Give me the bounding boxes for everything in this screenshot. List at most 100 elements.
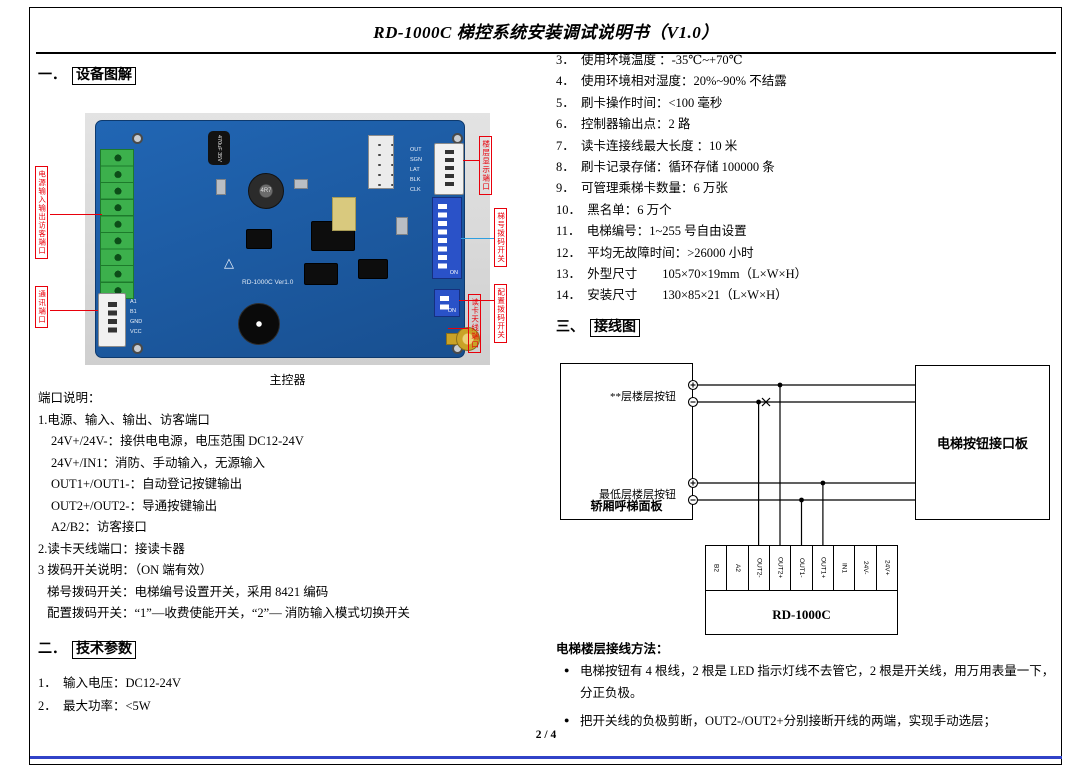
terminal: OUT1- bbox=[791, 546, 813, 590]
port-desc-line: OUT1+/OUT1-：自动登记按键输出 bbox=[51, 477, 243, 491]
toroid-inductor: 4R7 bbox=[248, 173, 284, 209]
section-1-title: 设备图解 bbox=[72, 67, 136, 85]
pin-label: OUT bbox=[410, 147, 422, 153]
callout-line bbox=[50, 310, 98, 311]
port-desc-line: A2/B2：访客接口 bbox=[51, 520, 147, 534]
port-desc-line: 3 拨码开关说明：（ON 端有效） bbox=[38, 563, 213, 577]
tech-param: 10． 黑名单：6 万个 bbox=[556, 202, 672, 217]
tech-param: 13． 外型尺寸 105×70×19mm（L×W×H） bbox=[556, 267, 808, 282]
list-item: ● 把开关线的负极剪断，OUT2-/OUT2+分别接断开线的两端，实现手动选层； bbox=[560, 710, 1060, 732]
page-number: 2 / 4 bbox=[535, 729, 557, 741]
car-call-panel-title: 轿厢呼梯面板 bbox=[590, 499, 663, 513]
board-photo: OUT SGN LAT BLK CLK 470uF 35V 4R7 bbox=[85, 113, 490, 365]
callout-line bbox=[448, 328, 468, 329]
controller-box: B2 A2 OUT2- OUT2+ OUT1- OUT1+ IN1 24V- 2… bbox=[705, 545, 898, 635]
buzzer bbox=[238, 303, 280, 345]
pin-label: CLK bbox=[410, 187, 421, 193]
pin-label: SGN bbox=[410, 157, 422, 163]
tech-param: 5． 刷卡操作时间：<100 毫秒 bbox=[556, 95, 723, 110]
button-interface-board-label: 电梯按钮接口板 bbox=[936, 436, 1028, 451]
tech-param: 1． 输入电压：DC12-24V bbox=[38, 676, 182, 690]
wiring-method-heading: 电梯楼层接线方法： bbox=[556, 642, 669, 656]
comm-connector-pin-labels: A1 B1 GND VCC bbox=[130, 297, 142, 337]
page-border bbox=[29, 7, 1062, 765]
callout-line bbox=[461, 238, 494, 239]
green-terminal-block bbox=[100, 149, 134, 299]
brand-logo: △ bbox=[224, 255, 234, 270]
photo-caption: 主控器 bbox=[269, 373, 306, 387]
dip-switch-config: ON bbox=[434, 289, 460, 317]
capacitor-label: 470uF 35V bbox=[216, 134, 222, 162]
port-desc-heading: 端口说明： bbox=[38, 391, 101, 405]
bullet-text: 把开关线的负极剪断，OUT2-/OUT2+分别接断开线的两端，实现手动选层； bbox=[580, 714, 997, 728]
section-1-heading: 一．设备图解 bbox=[38, 64, 136, 85]
display-connector bbox=[434, 143, 464, 195]
terminal: IN1 bbox=[834, 546, 856, 590]
silkscreen-label: RD-1000C Ver1.0 bbox=[242, 279, 294, 286]
footer-rule bbox=[30, 756, 1062, 759]
tech-param: 14． 安装尺寸 130×85×21（L×W×H） bbox=[556, 288, 788, 303]
pcb-board: OUT SGN LAT BLK CLK 470uF 35V 4R7 bbox=[95, 120, 480, 358]
tech-param: 4． 使用环境相对湿度：20%~90% 不结露 bbox=[556, 74, 787, 89]
floor-button-label-bottom: 最低层楼层按钮 bbox=[599, 489, 676, 501]
floor-button-label-top: **层楼层按钮 bbox=[610, 391, 676, 403]
callout-line bbox=[463, 160, 479, 161]
dip-on-label: ON bbox=[449, 270, 458, 276]
terminal: OUT2- bbox=[749, 546, 770, 590]
dip-sliders bbox=[438, 204, 447, 272]
header-rule bbox=[36, 52, 1056, 54]
page-title: RD-1000C 梯控系统安装调试说明书（V1.0） bbox=[373, 23, 719, 42]
port-desc-line: 24V+/24V-：接供电电源，电压范围 DC12-24V bbox=[51, 434, 304, 448]
terminal: A2 bbox=[727, 546, 749, 590]
port-desc-line: OUT2+/OUT2-：导通按键输出 bbox=[51, 498, 218, 513]
section-2-heading: 二．技术参数 bbox=[38, 638, 136, 659]
tech-param: 11． 电梯编号：1~255 号自由设置 bbox=[556, 224, 747, 239]
pin-header bbox=[368, 135, 394, 189]
callout-comm-port: 通讯端口 bbox=[35, 286, 48, 328]
component bbox=[396, 217, 408, 235]
pin-label: LAT bbox=[410, 167, 420, 173]
pin-label: VCC bbox=[130, 329, 142, 335]
bullet-icon: ● bbox=[564, 715, 570, 725]
terminal: 24V- bbox=[855, 546, 877, 590]
callout-power-port: 电源输入输出访客端口 bbox=[35, 166, 48, 259]
terminal: OUT1+ bbox=[813, 546, 834, 590]
tech-params-left: 1． 输入电压：DC12-24V 2． 最大功率：<5W bbox=[38, 672, 538, 717]
callout-antenna-port: 读卡天线端口 bbox=[468, 294, 481, 353]
port-desc-line: 梯号拨码开关：电梯编号设置开关，采用 8421 编码 bbox=[47, 584, 329, 599]
section-3-number: 三、 bbox=[556, 320, 584, 335]
section-3-heading: 三、接线图 bbox=[556, 316, 640, 337]
dip-on-label: ON bbox=[447, 308, 456, 314]
terminal: 24V+ bbox=[883, 560, 891, 576]
list-item: ● 电梯按钮有 4 根线，2 根是 LED 指示灯线不去管它，2 根是开关线，用… bbox=[560, 660, 1060, 704]
terminal: OUT2+ bbox=[770, 546, 792, 590]
ic-chip bbox=[358, 259, 388, 279]
tech-param: 6． 控制器输出点：2 路 bbox=[556, 117, 691, 132]
callout-display-port: 楼层显示端口 bbox=[479, 136, 492, 195]
mounting-hole bbox=[132, 133, 143, 144]
mounting-hole bbox=[132, 343, 143, 354]
pin-label: BLK bbox=[410, 177, 421, 183]
tech-param: 7． 读卡连接线最大长度 ：10 米 bbox=[556, 138, 738, 153]
port-desc-line: 1.电源、输入、输出、访客端口 bbox=[38, 412, 210, 427]
section-2-title: 技术参数 bbox=[72, 641, 136, 659]
tech-param: 3． 使用环境温度 ：-35℃~+70℃ bbox=[556, 53, 743, 67]
component bbox=[294, 179, 308, 189]
display-connector-pin-labels: OUT SGN LAT BLK CLK bbox=[410, 145, 422, 195]
wiring-method-list: ● 电梯按钮有 4 根线，2 根是 LED 指示灯线不去管它，2 根是开关线，用… bbox=[560, 660, 1060, 738]
dip-sliders bbox=[440, 296, 449, 313]
pin-label: B1 bbox=[130, 309, 137, 315]
callout-line bbox=[459, 300, 494, 301]
callout-line bbox=[50, 214, 102, 215]
ic-chip bbox=[304, 263, 338, 285]
tech-param: 9． 可管理乘梯卡数量：6 万张 bbox=[556, 181, 728, 196]
comm-connector bbox=[98, 293, 126, 347]
callout-dip-elevator: 梯号拨码开关 bbox=[494, 208, 507, 267]
pin-label: A1 bbox=[130, 299, 137, 305]
tech-param: 12． 平均无故障时间：>26000 小时 bbox=[556, 245, 754, 260]
port-desc-line: 配置拨码开关：“1”—收费使能开关，“2”— 消防输入模式切换开关 bbox=[47, 606, 410, 620]
inductor-label: 4R7 bbox=[260, 188, 272, 194]
button-interface-board-box: 电梯按钮接口板 bbox=[915, 365, 1050, 520]
terminal: B2 bbox=[706, 546, 728, 590]
